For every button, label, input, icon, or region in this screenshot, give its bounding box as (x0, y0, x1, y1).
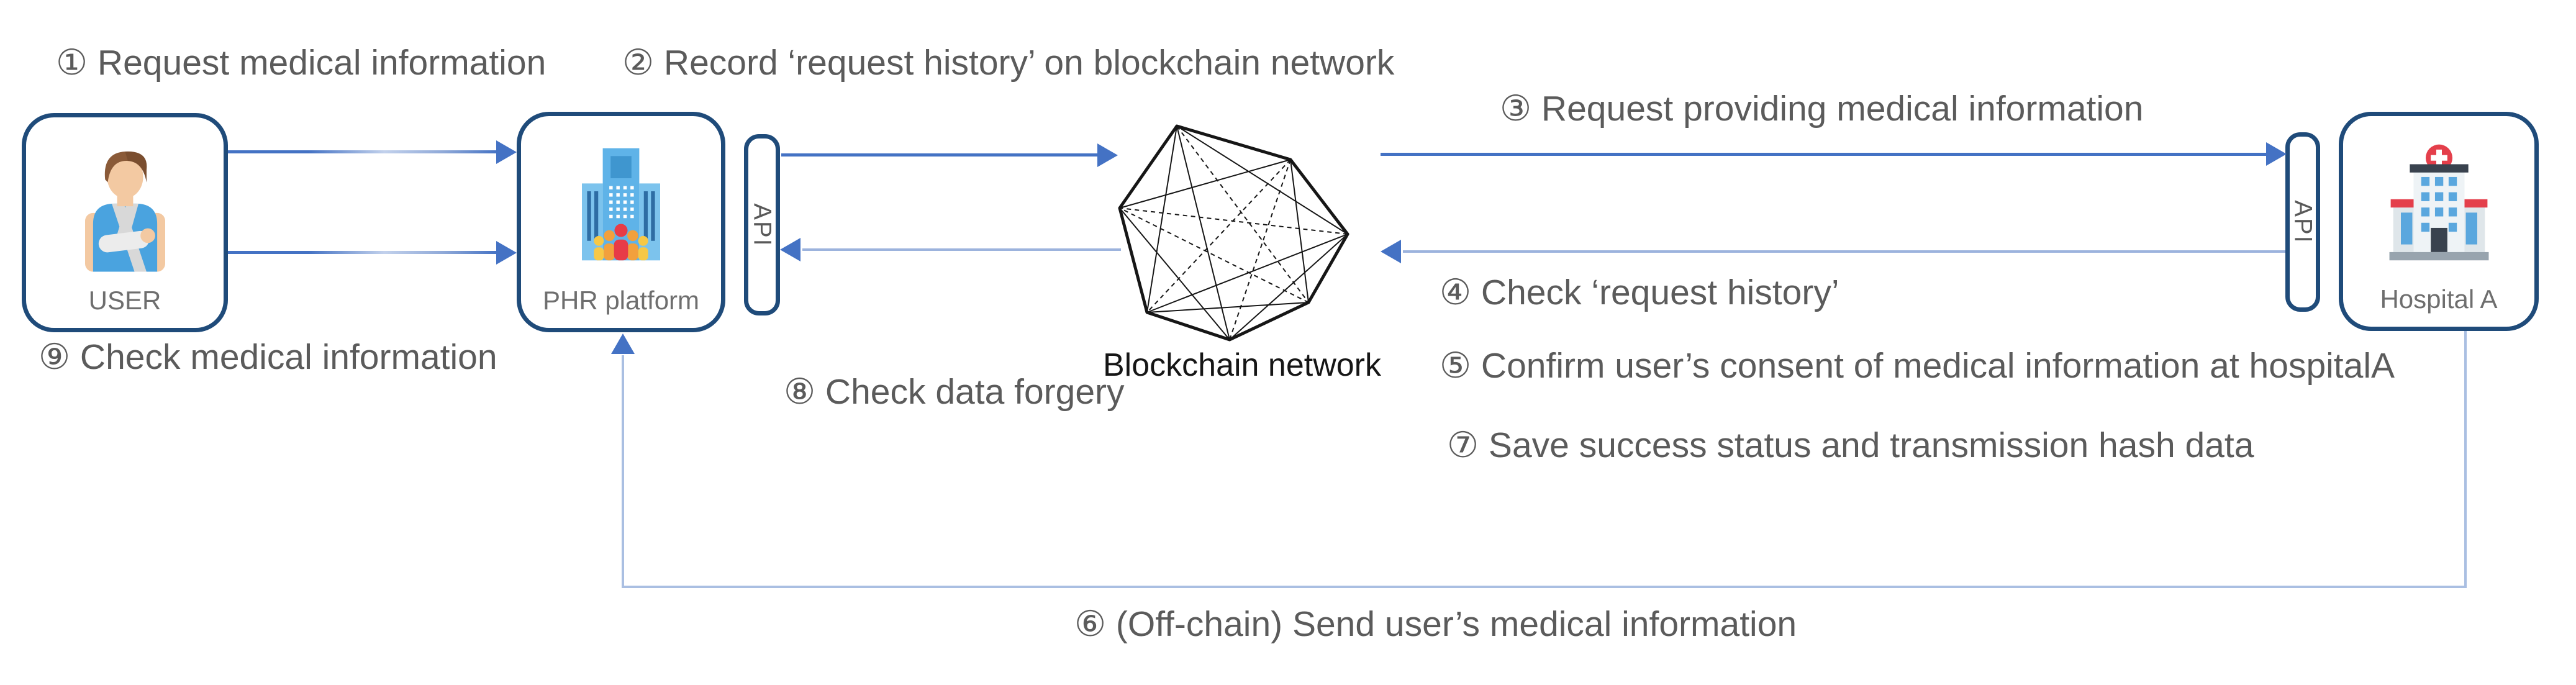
arrowhead-phr-to-blockchain (1097, 143, 1118, 167)
api-bar-hospital-label: API (2289, 200, 2317, 244)
user-box: USER (22, 113, 228, 332)
hospital-building-icon-svg (2389, 144, 2488, 260)
step-8-label: ⑧ Check data forgery (784, 372, 1125, 412)
city-building-icon-svg (582, 148, 660, 260)
api-bar-phr: API (744, 134, 780, 315)
step-5-label: ⑤ Confirm user’s consent of medical info… (1440, 346, 2395, 386)
city-building-icon (521, 116, 721, 286)
hospital-a-label: Hospital A (2380, 284, 2498, 314)
arrow-blockchain-to-hospital (1381, 153, 2268, 156)
step-6-label: ⑥ (Off-chain) Send user’s medical inform… (1074, 604, 1797, 644)
hospital-a-box: Hospital A (2339, 112, 2539, 331)
arrow-user-to-phr-upper (228, 150, 497, 153)
arrow-blockchain-to-phr (802, 248, 1121, 251)
step-9-label: ⑨ Check medical information (39, 337, 497, 377)
arrow-user-to-phr-lower (228, 251, 497, 254)
step-3-label: ③ Request providing medical information (1500, 89, 2144, 129)
phr-platform-box: PHR platform (517, 112, 725, 332)
injured-person-icon-svg (84, 151, 165, 271)
arrow-hospital-to-blockchain (1403, 250, 2285, 253)
step-4-label: ④ Check ‘request history’ (1440, 273, 1839, 312)
offchain-segment-up (622, 355, 624, 587)
arrowhead-offchain-to-phr (611, 333, 635, 354)
step-2-label: ② Record ‘request history’ on blockchain… (622, 43, 1395, 83)
hospital-building-icon (2343, 116, 2534, 284)
arrow-phr-to-blockchain (781, 153, 1099, 157)
arrowhead-user-to-phr-lower (496, 241, 517, 265)
user-label: USER (88, 286, 161, 315)
polyhedron-mesh-icon (1118, 124, 1349, 342)
arrowhead-hospital-to-blockchain (1381, 240, 1401, 263)
arrowhead-blockchain-to-phr (780, 238, 800, 261)
step-1-label: ① Request medical information (56, 43, 546, 83)
arrowhead-user-to-phr-upper (496, 140, 517, 164)
arrowhead-blockchain-to-hospital (2266, 142, 2287, 166)
blockchain-network-label: Blockchain network (1103, 347, 1381, 383)
offchain-segment-down (2464, 331, 2467, 587)
phr-platform-label: PHR platform (542, 286, 700, 315)
api-bar-phr-label: API (748, 202, 776, 247)
api-bar-hospital: API (2285, 132, 2320, 312)
step-7-label: ⑦ Save success status and transmission h… (1447, 425, 2254, 465)
offchain-segment-across (622, 586, 2467, 588)
injured-person-icon (26, 117, 224, 286)
